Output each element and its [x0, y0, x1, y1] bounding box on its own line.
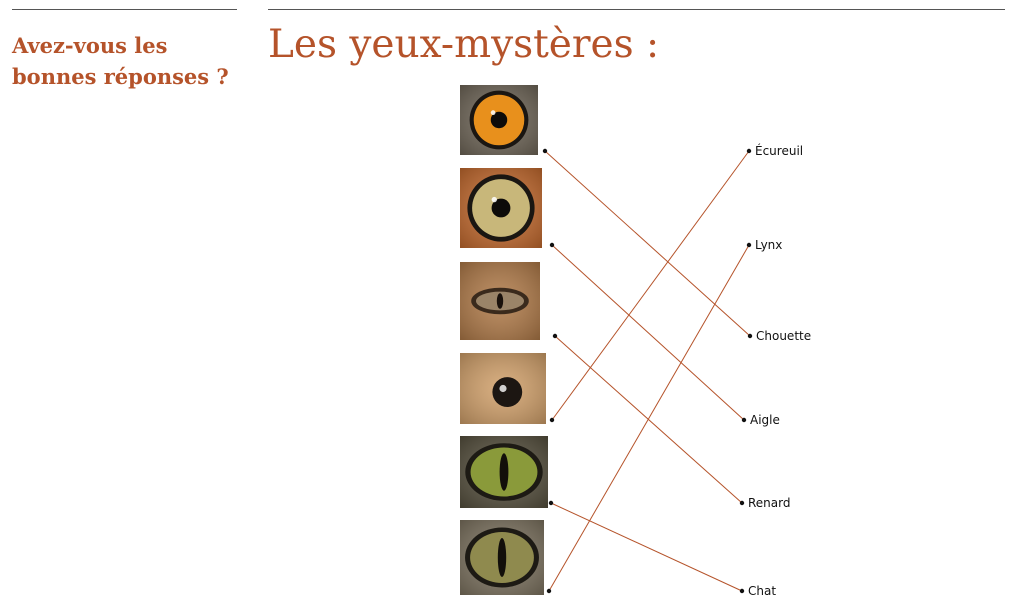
eye-anchor-dot — [549, 417, 555, 423]
eye-anchor-dot — [548, 500, 554, 506]
animal-label: Chat — [748, 584, 777, 598]
lynx-eye-photo-icon — [460, 436, 548, 508]
match-line — [551, 244, 745, 421]
page-title: Les yeux-mystères : — [268, 22, 660, 67]
eye-anchor-dot — [549, 242, 555, 248]
sidebar-title: Avez-vous les bonnes réponses ? — [12, 33, 229, 89]
animal-label: Chouette — [756, 329, 812, 343]
animal-anchor-dot — [741, 417, 747, 423]
animal-anchor-dot — [739, 588, 745, 594]
eagle-eye-photo-icon — [460, 168, 542, 248]
animal-label: Renard — [748, 496, 791, 510]
animal-label: Aigle — [750, 413, 780, 427]
animal-label: Lynx — [755, 238, 783, 252]
squirrel-eye-photo-icon — [460, 353, 546, 424]
owl-eye-photo-icon — [460, 85, 538, 155]
fox-eye-photo-icon — [460, 262, 540, 340]
eye-anchor-dot — [542, 148, 548, 154]
sidebar-top-rule — [12, 9, 237, 10]
animal-anchor-dot — [746, 148, 752, 154]
eye-anchor-dot — [552, 333, 558, 339]
match-line — [544, 150, 751, 337]
match-line — [551, 150, 750, 421]
eye-anchor-dot — [546, 588, 552, 594]
animal-anchor-dot — [746, 242, 752, 248]
animal-anchor-dot — [747, 333, 753, 339]
animal-label: Écureuil — [755, 144, 804, 158]
animal-anchor-dot — [739, 500, 745, 506]
match-line — [548, 244, 750, 592]
cat-eye-photo-icon — [460, 520, 544, 595]
main-top-rule — [268, 9, 1005, 10]
match-line — [550, 502, 743, 592]
